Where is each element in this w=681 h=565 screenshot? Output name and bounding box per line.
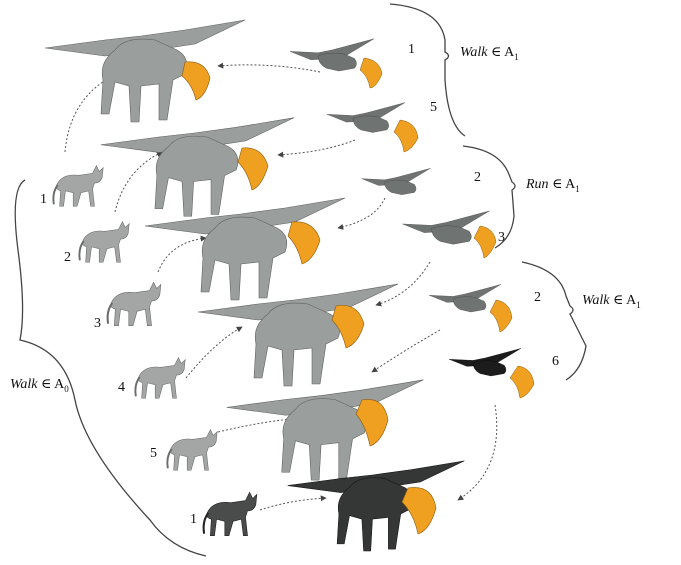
target-frame-number: 2 — [534, 290, 541, 306]
beak-3 — [288, 222, 320, 264]
source-cat-5 — [167, 430, 217, 471]
target-creature-4 — [198, 284, 398, 386]
beak-1 — [182, 62, 210, 100]
source-cat-3 — [108, 282, 161, 325]
label-walk-a1-top: Walk ∈ A1 — [460, 44, 519, 62]
target-frame-number: 3 — [498, 230, 505, 246]
arrow-cat3-to-hippo — [158, 238, 206, 272]
transfer-arrows — [65, 65, 497, 510]
target-frame-number: 2 — [474, 170, 481, 186]
label-walk-a1-right: Walk ∈ A1 — [582, 292, 641, 310]
toucan-beak-1 — [360, 58, 382, 88]
brace-walk-top — [390, 4, 465, 136]
arrow-toucan6-to-hippo — [458, 405, 497, 500]
source-cat-1 — [53, 166, 103, 207]
toucan-beak-5 — [394, 120, 418, 152]
arrow-toucan2-to-hippo — [338, 198, 385, 228]
target-creature-5 — [227, 380, 424, 480]
toucan-walk-5 — [327, 103, 405, 133]
arrow-cat1b-to-hippo — [260, 498, 326, 510]
toucan-run-2 — [362, 168, 431, 194]
target-frame-number: 6 — [552, 354, 559, 370]
toucan-beak-6 — [510, 366, 534, 398]
source-frame-number: 3 — [94, 316, 101, 332]
source-frame-number: 1 — [40, 192, 47, 208]
arrow-cat2-to-hippo — [115, 152, 162, 212]
arrow-toucan5-to-hippo — [278, 140, 355, 155]
arrow-toucan2b-to-hippo — [372, 330, 440, 372]
target-creatures — [45, 20, 464, 551]
toucan-beak-2b — [490, 300, 512, 332]
source-cat-4 — [135, 358, 185, 399]
label-walk-a0: Walk ∈ A0 — [10, 376, 69, 394]
toucan-walk-2 — [429, 284, 501, 312]
grouping-braces — [15, 4, 586, 556]
beak-2 — [238, 148, 268, 190]
source-frame-number: 4 — [118, 380, 125, 396]
toucan-walk-6 — [449, 348, 521, 376]
source-cat-6 — [204, 492, 257, 535]
source-frame-number: 1 — [190, 512, 197, 528]
source-cat-2 — [79, 222, 129, 263]
target-creature-1 — [45, 20, 245, 122]
source-frame-number: 2 — [64, 250, 71, 266]
target-frame-number: 1 — [408, 42, 415, 58]
arrow-toucan1-to-hippo — [218, 65, 320, 72]
toucan-beak-3 — [474, 226, 496, 258]
target-frame-number: 5 — [430, 100, 437, 116]
label-run-a1: Run ∈ A1 — [526, 176, 580, 194]
arrow-cat4-to-hippo — [186, 327, 242, 378]
source-frame-number: 5 — [150, 446, 157, 462]
arrow-toucan3-to-hippo — [376, 262, 430, 305]
